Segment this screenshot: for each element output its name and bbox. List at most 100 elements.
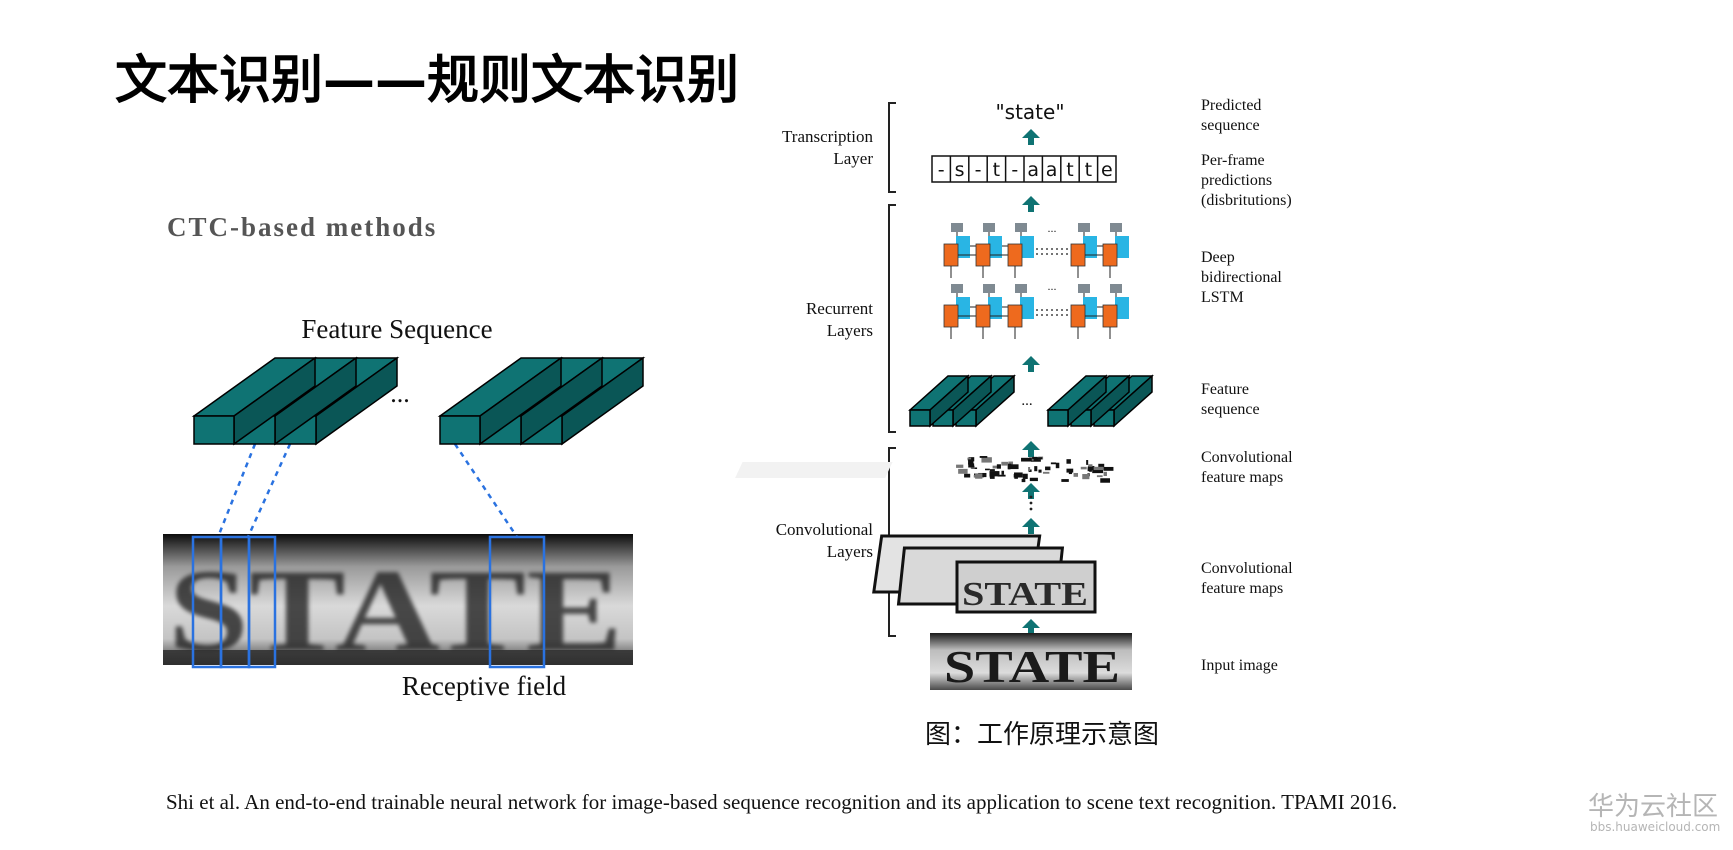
conv-top-speck (1097, 475, 1103, 477)
lstm-label-2: bidirectional (1201, 269, 1282, 286)
arrow-head (1022, 483, 1040, 492)
arrow-head (1022, 619, 1040, 628)
conv-top-speck (1008, 464, 1019, 469)
receptive-field-label: Receptive field (402, 671, 567, 701)
conv-top-speck (958, 469, 967, 474)
lstm-forward-node (1071, 244, 1085, 266)
conv-top-speck (1023, 474, 1028, 479)
frame-char-5: a (1027, 159, 1039, 181)
lstm-cell-1-2 (1008, 284, 1034, 339)
receptive-field-link-2 (455, 444, 517, 537)
conv-top-speck (1045, 467, 1050, 471)
small-input-image: STATE (930, 633, 1132, 692)
conv-top-speck (1074, 473, 1078, 477)
conv-top-speck (1043, 472, 1049, 474)
up-arrow-5 (1022, 518, 1040, 534)
lstm-cell-0-2 (1008, 223, 1034, 278)
conv-top-speck (1034, 466, 1037, 471)
conv-top-speck (1028, 467, 1030, 471)
lstm-ellipsis-top: ... (1048, 221, 1057, 235)
block-front (1048, 410, 1068, 426)
small-input-image-text: STATE (944, 641, 1120, 692)
conv-top-speck (1089, 470, 1092, 472)
conv-top-speck (964, 474, 970, 478)
conv-top-speck (1066, 459, 1070, 464)
frame-char-0: - (938, 159, 945, 181)
watermark-url: bbs.huaweicloud.com (1590, 820, 1720, 834)
conv-maps-top-label-2: feature maps (1201, 469, 1283, 486)
conv-top-speck (1104, 472, 1107, 476)
up-arrow-1 (1022, 196, 1040, 212)
lstm-output-node (1078, 284, 1090, 293)
conv-top-speck (980, 456, 988, 458)
predicted-label-2: sequence (1201, 117, 1260, 134)
up-arrow-3 (1022, 441, 1040, 457)
lstm-forward-node (944, 305, 958, 327)
conv-top-speck (997, 464, 1001, 468)
arrow-shaft (1028, 205, 1034, 212)
slide-title: 文本识别——规则文本识别 (115, 38, 739, 113)
lstm-output-node (951, 223, 963, 232)
receptive-field-links (218, 444, 517, 537)
conv-top-speck (975, 473, 982, 478)
conv-top-speck (990, 469, 995, 471)
arrow-shaft (1028, 450, 1034, 457)
conv-top-speck (1056, 463, 1060, 468)
feature-seq-right-label-1: Feature (1201, 381, 1249, 398)
lstm-ellipsis-mid: ... (1048, 279, 1057, 293)
arrow-shaft (1028, 138, 1034, 145)
transcription-label-2: Layer (833, 149, 873, 168)
conv-top-speck (1014, 476, 1018, 479)
receptive-field-link-1 (248, 444, 290, 537)
transcription-bracket (889, 103, 896, 192)
predicted-label-1: Predicted (1201, 97, 1261, 114)
lstm-forward-node (1008, 244, 1022, 266)
arrow-head (1022, 441, 1040, 450)
bidirectional-lstm: ...... (944, 221, 1129, 339)
conv-top-speck (1022, 479, 1026, 482)
block-front (194, 416, 234, 444)
conv-top-speck (1061, 479, 1068, 482)
conv-top-base (735, 462, 892, 478)
arrow-head (1022, 196, 1040, 205)
lstm-label-3: LSTM (1201, 289, 1244, 306)
arrow-head (1022, 518, 1040, 527)
receptive-field-link-0 (218, 444, 255, 537)
per-frame-label-3: (disbritutions) (1201, 192, 1292, 209)
conv-maps-top-label-1: Convolutional (1201, 449, 1293, 466)
lstm-forward-node (1008, 305, 1022, 327)
lstm-cell-0-4 (1103, 223, 1129, 278)
lstm-output-node (1015, 284, 1027, 293)
feature-blocks (194, 358, 643, 444)
arrow-shaft (1028, 365, 1034, 372)
conv-top-speck (1038, 470, 1041, 473)
conv-top-speck (981, 457, 991, 462)
predicted-sequence-text: "state" (995, 100, 1064, 124)
conv-top-speck (985, 469, 990, 471)
per-frame-label-1: Per-frame (1201, 152, 1265, 169)
conv-top-speck (1094, 467, 1104, 470)
up-arrow-6 (1022, 619, 1040, 635)
conv-top-speck (1001, 471, 1004, 475)
conv-top-speck (1036, 457, 1042, 459)
lstm-forward-node (976, 244, 990, 266)
arrow-head (1022, 356, 1040, 365)
block-front (910, 410, 930, 426)
conv-top-speck (1082, 474, 1089, 479)
frame-char-8: t (1085, 159, 1092, 181)
lstm-output-node (1078, 223, 1090, 232)
arrow-head (1022, 129, 1040, 138)
conv-top-speck (1098, 464, 1104, 467)
feature-sequence-label: Feature Sequence (301, 314, 492, 344)
lstm-forward-node (1071, 305, 1085, 327)
ctc-methods-subtitle: CTC-based methods (167, 212, 437, 243)
frame-char-2: - (975, 159, 982, 181)
recurrent-bracket (889, 205, 896, 432)
conv-top-speck (1030, 478, 1038, 481)
recurrent-label-2: Layers (827, 321, 873, 340)
conv-top-speck (1066, 469, 1073, 473)
arrow-shaft (1028, 527, 1034, 534)
conv-map-state-text: STATE (962, 576, 1088, 613)
feature-seq-right-label-2: sequence (1201, 401, 1260, 418)
